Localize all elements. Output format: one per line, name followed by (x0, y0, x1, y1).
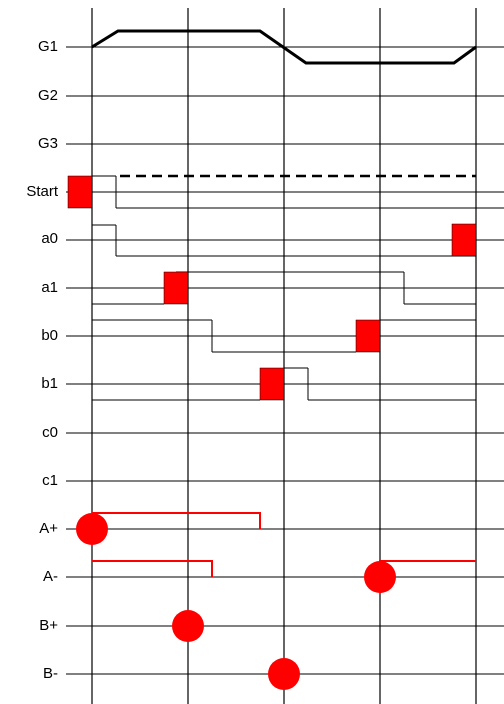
row-label-a-minus: A- (43, 568, 58, 585)
row-label-g1: G1 (37, 38, 58, 55)
row-label-a0: a0 (41, 230, 58, 247)
start-sensor-marker (67, 175, 93, 209)
a-plus-signal-line (92, 512, 261, 529)
row-label-start: Start (26, 183, 58, 200)
row-label-a-plus: A+ (39, 520, 58, 537)
a0-sensor-marker (451, 223, 477, 257)
b-minus-actuator-marker (268, 658, 300, 690)
row-label-g2: G2 (37, 87, 58, 104)
b1-signal-lines (92, 367, 476, 401)
a0-signal-lines (92, 224, 476, 257)
b1-sensor-marker (259, 367, 285, 401)
start-signal-lines (92, 175, 504, 209)
a-minus-signal-line-1 (92, 560, 213, 577)
a-plus-actuator-marker (76, 513, 108, 545)
row-label-a1: a1 (41, 279, 58, 296)
a1-signal-lines (92, 271, 476, 305)
b0-signal-lines (92, 319, 476, 353)
g1-motion-curve (91, 29, 477, 65)
row-label-c0: c0 (42, 424, 58, 441)
row-label-b0: b0 (41, 327, 58, 344)
b0-sensor-marker (355, 319, 381, 353)
a1-sensor-marker (163, 271, 189, 305)
row-label-g3: G3 (37, 135, 58, 152)
row-label-b-minus: B- (43, 665, 58, 682)
b-plus-actuator-marker (172, 610, 204, 642)
row-label-b1: b1 (41, 375, 58, 392)
a-minus-actuator-marker (364, 561, 396, 593)
row-label-c1: c1 (42, 472, 58, 489)
row-label-b-plus: B+ (39, 617, 58, 634)
